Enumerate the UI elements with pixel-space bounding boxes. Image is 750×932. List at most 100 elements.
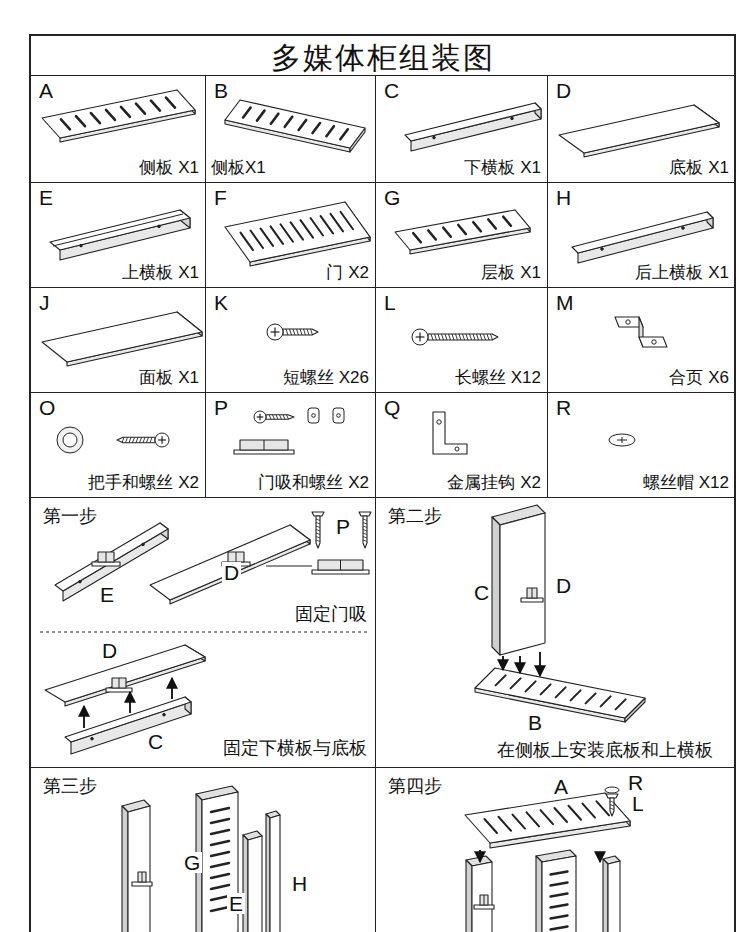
screw-thread [363, 533, 367, 535]
panel-face [472, 862, 492, 932]
vent-slot [616, 699, 626, 709]
panel-face [270, 815, 280, 932]
assembly-arrow [599, 852, 601, 862]
magnet-plate [106, 688, 132, 692]
panel-face [475, 668, 645, 718]
hole [79, 580, 82, 583]
vent-slot [166, 98, 175, 108]
step-panel: 第一步固定门吸固定下横板与底板 [30, 497, 376, 768]
vent-slot [541, 684, 551, 694]
screw-thread [363, 540, 367, 542]
part-cell: E上横板 X1 [30, 182, 206, 288]
callout-letter: P [334, 516, 352, 537]
metal-hook [433, 412, 467, 454]
part-name: 侧板 X1 [139, 158, 199, 178]
panel-edge [243, 835, 248, 932]
screw-thread [435, 334, 437, 340]
vent-slot [271, 114, 279, 124]
screw-thread [280, 415, 282, 420]
step-title: 第三步 [43, 776, 97, 797]
vent-slot [428, 230, 436, 239]
part-name: 长螺丝 X12 [455, 368, 541, 388]
callout-letter: L [630, 793, 646, 814]
vent-slot [586, 693, 596, 703]
magnet-split [119, 678, 120, 688]
part-letter: H [556, 186, 571, 210]
vent-slot [551, 883, 568, 886]
screw-head [254, 411, 266, 423]
magnet-split [264, 440, 265, 450]
vent-slot [91, 113, 100, 123]
groove-line [53, 214, 183, 246]
screw-thread [452, 334, 454, 340]
outer-frame [30, 35, 735, 932]
vent-slot [211, 808, 229, 812]
hole [511, 117, 514, 120]
panel-face [465, 793, 630, 843]
screw-shaft [428, 334, 498, 340]
screw-thread [311, 329, 313, 335]
screw-head [359, 512, 371, 516]
screw-thread [316, 533, 320, 535]
part-name: 层板 X1 [481, 263, 541, 283]
vent-slot [569, 806, 582, 820]
panel-face [405, 103, 541, 141]
panel-face [150, 525, 310, 600]
hole [80, 244, 83, 247]
part-cell: B侧板X1 [205, 75, 376, 183]
screw-head [412, 329, 428, 345]
part-cell: C下横板 X1 [375, 75, 548, 183]
part-letter: D [556, 79, 571, 103]
callout-letter: D [100, 640, 119, 661]
panel-face [225, 100, 365, 148]
step-panel: 第二步在侧板上安装底板和上横板 [375, 497, 736, 768]
part-cell: P门吸和螺丝 X2 [205, 392, 376, 498]
vent-slot [443, 228, 451, 237]
panel-edge [536, 856, 542, 932]
hole [163, 713, 166, 716]
assembly-arrow [502, 656, 504, 670]
screw-thread [273, 415, 275, 420]
vent-slot [555, 808, 568, 822]
vent-slot [485, 819, 498, 833]
screw-shaft [117, 437, 155, 442]
screw-thread [287, 415, 289, 420]
magnet-split [484, 895, 485, 905]
vent-slot [413, 233, 421, 242]
panel-face [42, 312, 202, 362]
screw-thread [363, 530, 367, 532]
vent-slot [211, 863, 229, 867]
screw-thread [286, 329, 288, 335]
part-letter: P [214, 396, 228, 420]
assembly-arrow [83, 706, 85, 728]
part-name: 上横板 X1 [122, 263, 199, 283]
screw-thread [129, 437, 131, 442]
vent-slot [551, 872, 568, 875]
vent-slot [301, 220, 314, 238]
vent-slot [571, 690, 581, 700]
hole [142, 543, 145, 546]
knob [57, 427, 83, 453]
screw-thread [431, 334, 433, 340]
hole [652, 340, 656, 344]
door-magnet [527, 588, 537, 598]
vent-slot [311, 218, 324, 236]
panel-face [542, 856, 576, 932]
hole [433, 136, 436, 139]
part-cell: A侧板 X1 [30, 75, 206, 183]
magnet-split [340, 560, 341, 570]
vent-slot [211, 841, 229, 845]
screw-shaft [316, 516, 320, 548]
screw-thread [470, 334, 472, 340]
vent-slot [331, 214, 344, 232]
vent-slot [583, 804, 596, 818]
callout-letter: G [182, 852, 202, 873]
screw-thread [143, 437, 145, 442]
vent-slot [76, 116, 85, 126]
part-cell: Q金属挂钩 X2 [375, 392, 548, 498]
screw-thread [316, 519, 320, 521]
vent-slot [458, 225, 466, 234]
callout-letter: D [554, 575, 573, 596]
vent-slot [473, 222, 481, 231]
part-letter: B [214, 79, 228, 103]
